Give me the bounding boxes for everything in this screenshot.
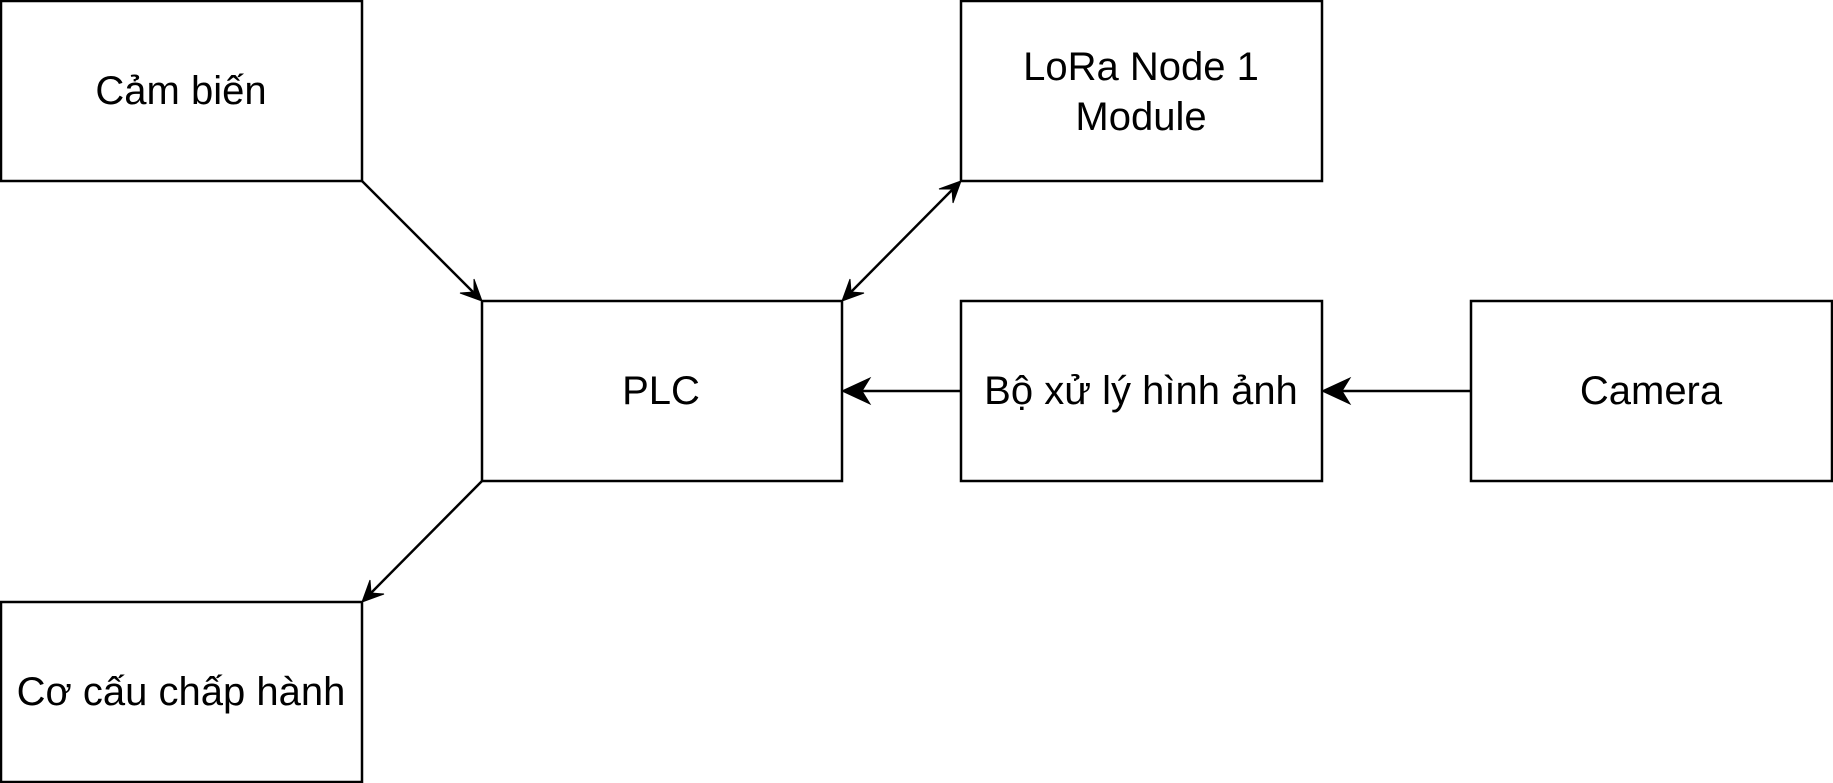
node-camera[interactable]: Camera: [1469, 299, 1833, 483]
arrowhead-icon: [840, 376, 872, 406]
node-camera-label: Camera: [1580, 369, 1723, 413]
node-co-cau-chap-hanh[interactable]: Cơ cấu chấp hành: [0, 600, 364, 783]
edge-bo-xu-ly-to-plc: [840, 376, 961, 406]
node-co-cau-label: Cơ cấu chấp hành: [17, 670, 346, 714]
node-lora-module[interactable]: LoRa Node 1 Module: [959, 0, 1324, 183]
arrowhead-icon: [459, 278, 483, 302]
node-lora-label-line2: Module: [1075, 95, 1206, 139]
arrowhead-icon: [938, 180, 962, 204]
arrowhead-icon: [841, 278, 865, 302]
edge-plc-lora-bidirectional: [841, 180, 962, 302]
node-cam-bien[interactable]: Cảm biến: [0, 0, 364, 183]
edge-camera-to-bo-xu-ly: [1320, 376, 1471, 406]
arrowhead-icon: [361, 579, 385, 603]
node-bo-xu-ly-label: Bộ xử lý hình ảnh: [984, 369, 1298, 413]
arrowhead-icon: [1320, 376, 1352, 406]
node-plc-label: PLC: [622, 369, 700, 413]
node-plc[interactable]: PLC: [480, 299, 844, 483]
edge-plc-to-co-cau: [361, 480, 483, 603]
node-bo-xu-ly-hinh-anh[interactable]: Bộ xử lý hình ảnh: [959, 299, 1324, 483]
node-lora-label-line1: LoRa Node 1: [1023, 45, 1259, 89]
node-cam-bien-label: Cảm biến: [95, 69, 266, 113]
edge-cam-bien-to-plc: [361, 180, 483, 302]
